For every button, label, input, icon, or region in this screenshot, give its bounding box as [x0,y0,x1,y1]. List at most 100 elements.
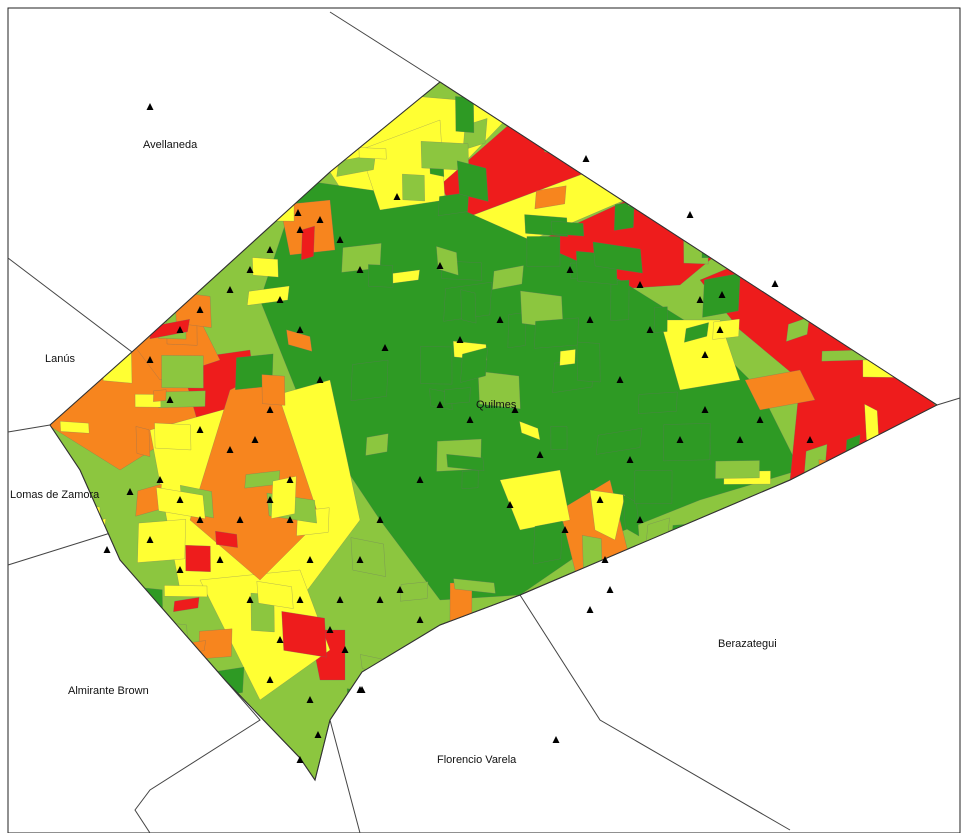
point-triangle-icon [626,456,634,463]
point-triangle-icon [296,756,304,763]
point-triangle-icon [356,266,364,273]
census-tract [715,460,760,479]
point-triangle-icon [393,193,401,200]
census-tract [135,426,151,457]
census-tract [534,185,567,210]
point-triangle-icon [356,556,364,563]
point-triangle-icon [396,586,404,593]
point-triangle-icon [146,103,154,110]
point-triangle-icon [166,396,174,403]
point-triangle-icon [552,736,560,743]
map-labels: Avellaneda Lanús Quilmes Lomas de Zamora… [10,139,777,766]
census-tract [368,264,394,288]
point-triangle-icon [536,451,544,458]
census-tract [460,289,477,324]
census-tract [156,487,206,519]
point-triangle-icon [276,296,284,303]
census-tract [634,470,673,504]
point-triangle-icon [582,155,590,162]
point-triangle-icon [296,226,304,233]
label-almirante-brown: Almirante Brown [68,685,149,697]
point-triangle-icon [296,596,304,603]
point-triangle-icon [336,236,344,243]
point-triangle-icon [316,216,324,223]
point-triangle-icon [156,476,164,483]
point-triangle-icon [376,516,384,523]
point-triangle-icon [771,280,779,287]
point-triangle-icon [566,266,574,273]
census-tract [215,530,238,548]
point-triangle-icon [266,676,274,683]
point-triangle-icon [326,626,334,633]
point-triangle-icon [176,496,184,503]
census-tract [420,346,453,385]
point-triangle-icon [416,616,424,623]
point-triangle-icon [226,446,234,453]
census-tract [595,428,643,455]
census-tract [153,389,167,402]
point-triangle-icon [314,731,322,738]
census-tract [526,236,561,267]
census-tract [592,241,643,274]
point-triangle-icon [436,262,444,269]
point-triangle-icon [226,286,234,293]
census-tract [477,371,521,410]
census-tract [507,312,527,349]
census-tract [684,322,709,343]
label-quilmes: Quilmes [476,399,517,411]
point-triangle-icon [336,596,344,603]
point-triangle-icon [596,496,604,503]
point-triangle-icon [251,436,259,443]
census-tract [402,173,425,202]
point-triangle-icon [606,586,614,593]
census-tract [400,581,429,602]
census-tract [551,220,585,237]
point-triangle-icon [701,351,709,358]
census-tract [301,225,315,261]
census-tract [533,520,563,565]
census-tract [576,341,601,383]
census-tract [534,317,579,349]
census-tract [365,433,389,456]
census-tract [712,318,740,340]
census-tract [437,192,470,216]
census-tract [164,585,208,598]
point-triangle-icon [636,516,644,523]
point-triangle-icon [676,436,684,443]
census-tract [154,422,192,451]
census-tract [59,421,90,434]
point-triangle-icon [756,416,764,423]
census-tract [622,494,640,537]
census-tract [173,597,200,612]
point-triangle-icon [176,566,184,573]
point-triangle-icon [176,326,184,333]
point-triangle-icon [316,376,324,383]
point-triangle-icon [696,296,704,303]
point-triangle-icon [358,686,366,693]
point-triangle-icon [806,436,814,443]
point-layer [103,103,814,763]
census-tract [786,316,810,342]
census-tract [443,387,471,405]
census-tract [256,581,294,609]
point-triangle-icon [103,546,111,553]
label-florencio-varela: Florencio Varela [437,754,517,766]
label-avellaneda: Avellaneda [143,139,198,151]
point-triangle-icon [511,406,519,413]
point-triangle-icon [341,646,349,653]
census-tract [286,329,313,352]
point-triangle-icon [196,306,204,313]
census-tract [271,476,297,519]
point-triangle-icon [266,246,274,253]
point-triangle-icon [236,516,244,523]
census-tract [638,391,678,414]
census-tract [446,453,485,472]
point-triangle-icon [306,556,314,563]
point-triangle-icon [376,596,384,603]
census-tract [663,423,711,462]
census-tract [461,470,479,489]
label-lomas-de-zamora: Lomas de Zamora [10,489,100,501]
census-tract [185,544,211,572]
label-berazategui: Berazategui [718,638,777,650]
